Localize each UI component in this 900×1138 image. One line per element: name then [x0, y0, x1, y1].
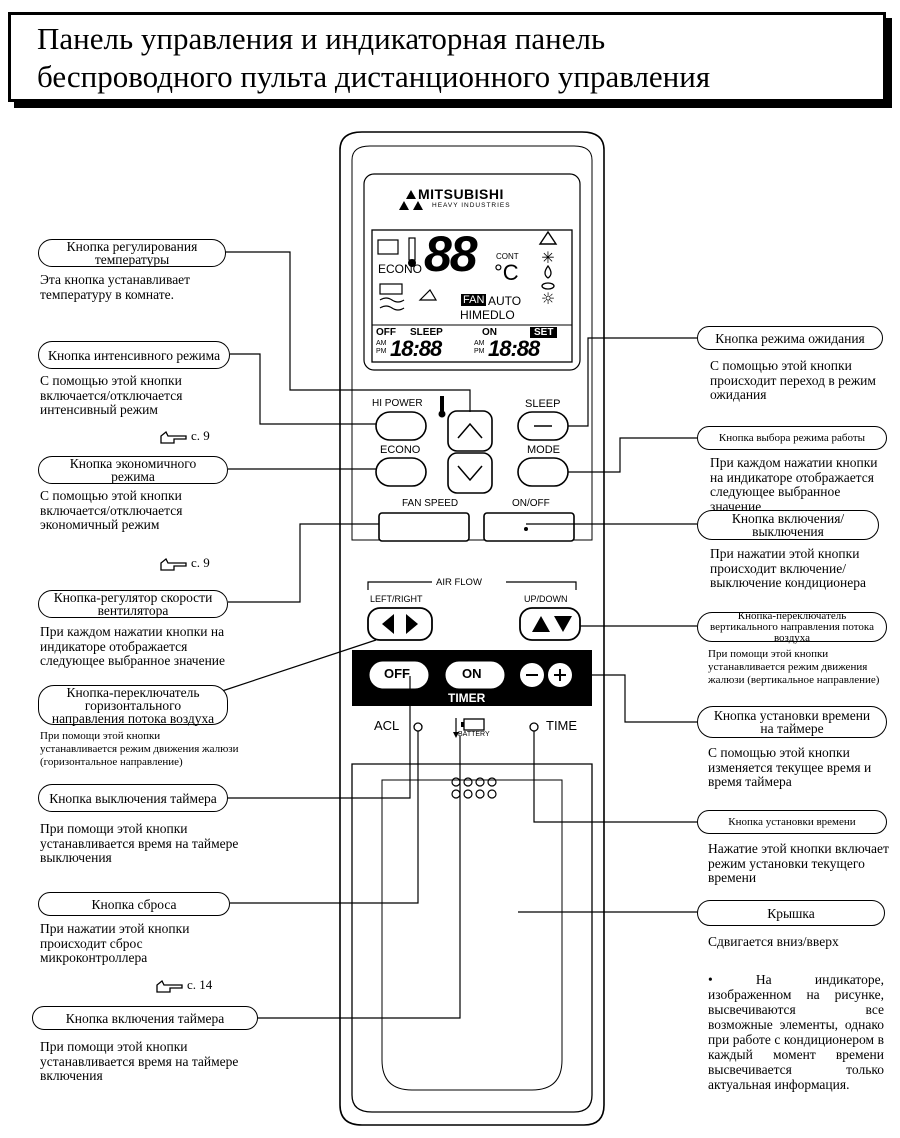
lcd-cont: CONT [496, 252, 519, 261]
lcd-temperature: 88 [424, 226, 478, 282]
fan-speed-label: FAN SPEED [402, 498, 459, 509]
timer-label: TIMER [448, 691, 486, 705]
lcd-fan: FAN [461, 294, 487, 306]
horizontal-flow-button-label: Кнопка-переключатель горизонтального нап… [38, 685, 228, 725]
temperature-button-desc: Эта кнопка устанавливает температуру в к… [40, 272, 191, 302]
lcd-off-time: 18:88 [390, 336, 442, 361]
pointing-hand-icon [156, 979, 183, 993]
svg-text:☼: ☼ [541, 289, 555, 308]
cover-desc: Сдвигается вниз/вверх [708, 934, 839, 949]
pointing-hand-icon [160, 557, 187, 571]
page-title-line-2: беспроводного пульта дистанционного упра… [37, 59, 711, 94]
timer-off-label: OFF [384, 666, 410, 681]
time-label: TIME [546, 718, 578, 733]
econo-label: ECONO [380, 444, 421, 456]
lcd-auto: AUTO [488, 294, 522, 308]
sleep-label: SLEEP [525, 398, 561, 410]
horizontal-flow-button-desc: При помощи этой кнопки устанавливается р… [40, 730, 239, 768]
lcd-set: SET [530, 327, 558, 338]
acl-label: ACL [374, 718, 400, 733]
reset-button-desc: При нажатии этой кнопки происходит сброс… [40, 921, 190, 965]
hi-power-button-desc: С помощью этой кнопки включается/отключа… [40, 373, 183, 417]
timer-set-button-desc: С помощью этой кнопки изменяется текущее… [708, 745, 872, 789]
on-off-button-desc: При нажатии этой кнопки происходит включ… [710, 546, 867, 590]
timer-on-button-label: Кнопка включения таймера [32, 1006, 258, 1030]
mode-button-desc: При каждом нажатии кнопки на индикаторе … [710, 455, 878, 514]
on-off-label: ON/OFF [512, 498, 550, 509]
reset-button-label: Кнопка сброса [38, 892, 230, 916]
page-ref-econo: с. 9 [160, 555, 210, 571]
lcd-on-time: 18:88 [488, 336, 540, 361]
on-off-button-label: Кнопка включения/выключения [697, 510, 879, 540]
lcd-on: ON [482, 327, 497, 338]
title-box: Панель управления и индикаторная панель … [8, 12, 886, 102]
vertical-flow-button-label: Кнопка-переключатель вертикального напра… [697, 610, 887, 643]
brand-subtitle: HEAVY INDUSTRIES [432, 202, 511, 209]
lcd-sleep: SLEEP [410, 327, 443, 338]
lcd-degrees: °C [494, 260, 519, 285]
timer-off-button-label: Кнопка выключения таймера [38, 784, 228, 812]
timer-off-button-desc: При помощи этой кнопки устанавливается в… [40, 821, 239, 865]
temperature-button-label: Кнопка регулирования температуры [38, 239, 226, 267]
lcd-econo: ECONO [378, 262, 423, 276]
pointing-hand-icon [160, 430, 187, 444]
time-set-button-desc: Нажатие этой кнопки включает режим устан… [708, 841, 889, 885]
svg-text:✳: ✳ [541, 248, 554, 267]
cover-label: Крышка [697, 900, 885, 926]
timer-on-label: ON [462, 666, 482, 681]
display-note: • На индикаторе, изображенном на рисунке… [708, 972, 884, 1092]
timer-set-button-label: Кнопка установки времени на таймере [697, 706, 887, 738]
page-ref-hi-power: с. 9 [160, 428, 210, 444]
vertical-flow-button-desc: При помощи этой кнопки устанавливается р… [708, 648, 880, 686]
battery-label: BATTERY [458, 731, 490, 738]
brand-name: MITSUBISHI [418, 186, 504, 202]
time-set-button-label: Кнопка установки времени [697, 810, 887, 834]
econo-button-label: Кнопка экономичного режима [38, 456, 228, 484]
sleep-button-label: Кнопка режима ожидания [697, 326, 883, 350]
up-down-label: UP/DOWN [524, 594, 568, 604]
page-ref-reset: с. 14 [156, 977, 212, 993]
left-right-label: LEFT/RIGHT [370, 594, 423, 604]
lcd-off: OFF [376, 327, 396, 338]
mode-label: MODE [527, 444, 560, 456]
mode-button-label: Кнопка выбора режима работы [697, 426, 887, 450]
timer-on-button-desc: При помощи этой кнопки устанавливается в… [40, 1039, 239, 1083]
lcd-fan-levels: HIMEDLO [460, 308, 515, 322]
hi-power-label: HI POWER [372, 398, 423, 409]
fan-speed-button-label: Кнопка-регулятор скорости вентилятора [38, 590, 228, 618]
sleep-button-desc: С помощью этой кнопки происходит переход… [710, 358, 876, 402]
econo-button-desc: С помощью этой кнопки включается/отключа… [40, 488, 183, 532]
hi-power-button-label: Кнопка интенсивного режима [38, 341, 230, 369]
air-flow-label: AIR FLOW [436, 577, 482, 588]
page-title-line-1: Панель управления и индикаторная панель [37, 21, 606, 56]
fan-speed-button-desc: При каждом нажатии кнопки на индикаторе … [40, 624, 226, 668]
